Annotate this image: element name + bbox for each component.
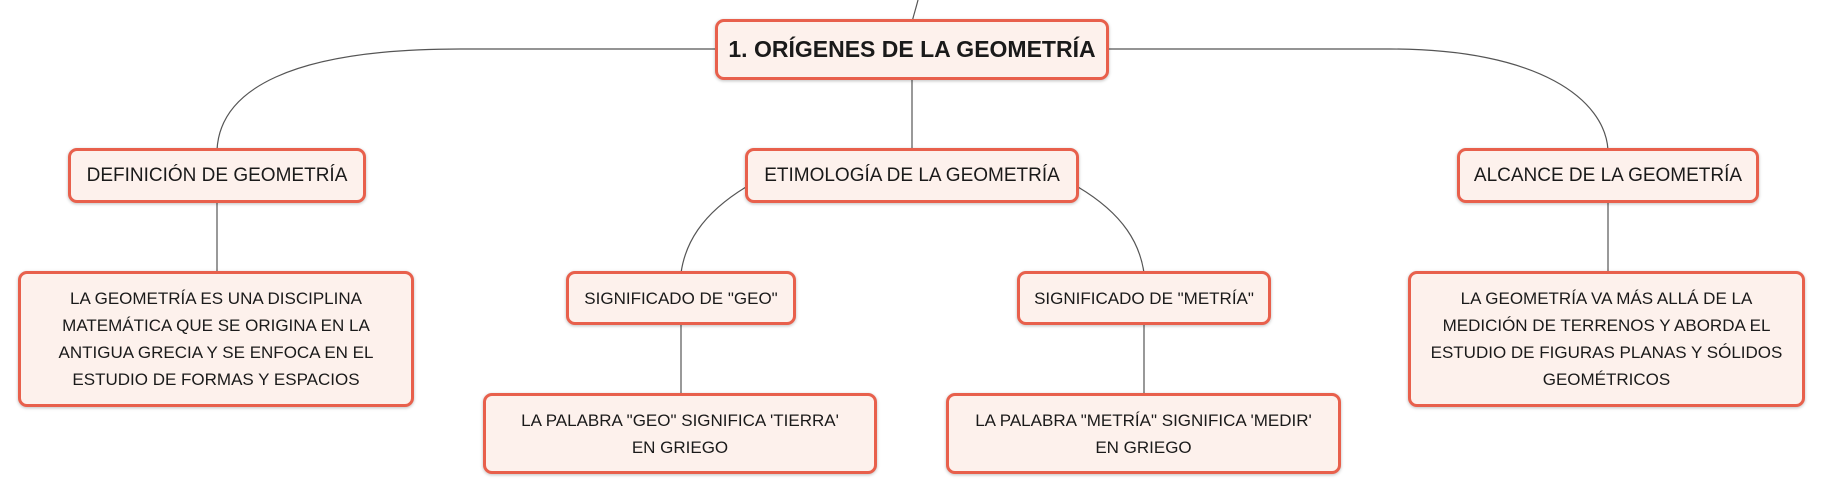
detail-alcance-text: LA GEOMETRÍA VA MÁS ALLÁ DE LA MEDICIÓN … bbox=[1430, 289, 1783, 389]
detail-metria-text: LA PALABRA "METRÍA" SIGNIFICA 'MEDIR' EN… bbox=[975, 410, 1312, 457]
detail-metria[interactable]: LA PALABRA "METRÍA" SIGNIFICA 'MEDIR' EN… bbox=[946, 393, 1341, 474]
root-topic[interactable]: 1. ORÍGENES DE LA GEOMETRÍA bbox=[715, 19, 1109, 80]
connector-root-to-alcance bbox=[1109, 48, 1609, 151]
detail-geo[interactable]: LA PALABRA "GEO" SIGNIFICA 'TIERRA' EN G… bbox=[483, 393, 877, 474]
detail-definicion[interactable]: LA GEOMETRÍA ES UNA DISCIPLINA MATEMÁTIC… bbox=[18, 271, 414, 407]
subtopic-metria-label: SIGNIFICADO DE "METRÍA" bbox=[1034, 288, 1254, 308]
detail-geo-text: LA PALABRA "GEO" SIGNIFICA 'TIERRA' EN G… bbox=[521, 410, 839, 457]
topic-alcance-label: ALCANCE DE LA GEOMETRÍA bbox=[1473, 165, 1743, 186]
topic-definicion[interactable]: DEFINICIÓN DE GEOMETRÍA bbox=[68, 148, 366, 203]
connector-etimologia-to-geo bbox=[680, 186, 747, 274]
connector-etimologia-to-metria bbox=[1077, 186, 1145, 274]
topic-etimologia-label: ETIMOLOGÍA DE LA GEOMETRÍA bbox=[764, 165, 1060, 186]
topic-alcance[interactable]: ALCANCE DE LA GEOMETRÍA bbox=[1457, 148, 1759, 203]
subtopic-metria[interactable]: SIGNIFICADO DE "METRÍA" bbox=[1017, 271, 1271, 325]
root-topic-label: 1. ORÍGENES DE LA GEOMETRÍA bbox=[728, 36, 1096, 62]
topic-definicion-label: DEFINICIÓN DE GEOMETRÍA bbox=[86, 165, 348, 186]
subtopic-geo-label: SIGNIFICADO DE "GEO" bbox=[584, 288, 778, 308]
subtopic-geo[interactable]: SIGNIFICADO DE "GEO" bbox=[566, 271, 796, 325]
topic-etimologia[interactable]: ETIMOLOGÍA DE LA GEOMETRÍA bbox=[745, 148, 1079, 203]
detail-alcance[interactable]: LA GEOMETRÍA VA MÁS ALLÁ DE LA MEDICIÓN … bbox=[1408, 271, 1805, 407]
detail-definicion-text: LA GEOMETRÍA ES UNA DISCIPLINA MATEMÁTIC… bbox=[58, 289, 374, 389]
connector-root-to-definicion bbox=[216, 48, 715, 151]
